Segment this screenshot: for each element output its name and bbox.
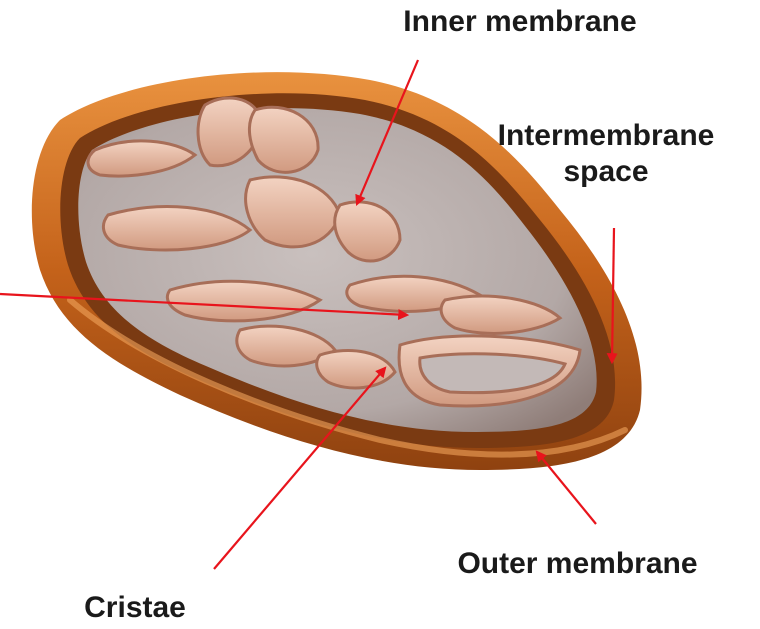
label-intermembrane-line2: space — [456, 154, 756, 190]
label-cristae: Cristae — [40, 590, 230, 626]
label-intermembrane-line1: Intermembrane — [456, 118, 756, 154]
label-outer-membrane: Outer membrane — [400, 546, 755, 582]
label-inner-membrane: Inner membrane — [360, 4, 680, 40]
label-intermembrane-space: Intermembrane space — [456, 118, 756, 190]
